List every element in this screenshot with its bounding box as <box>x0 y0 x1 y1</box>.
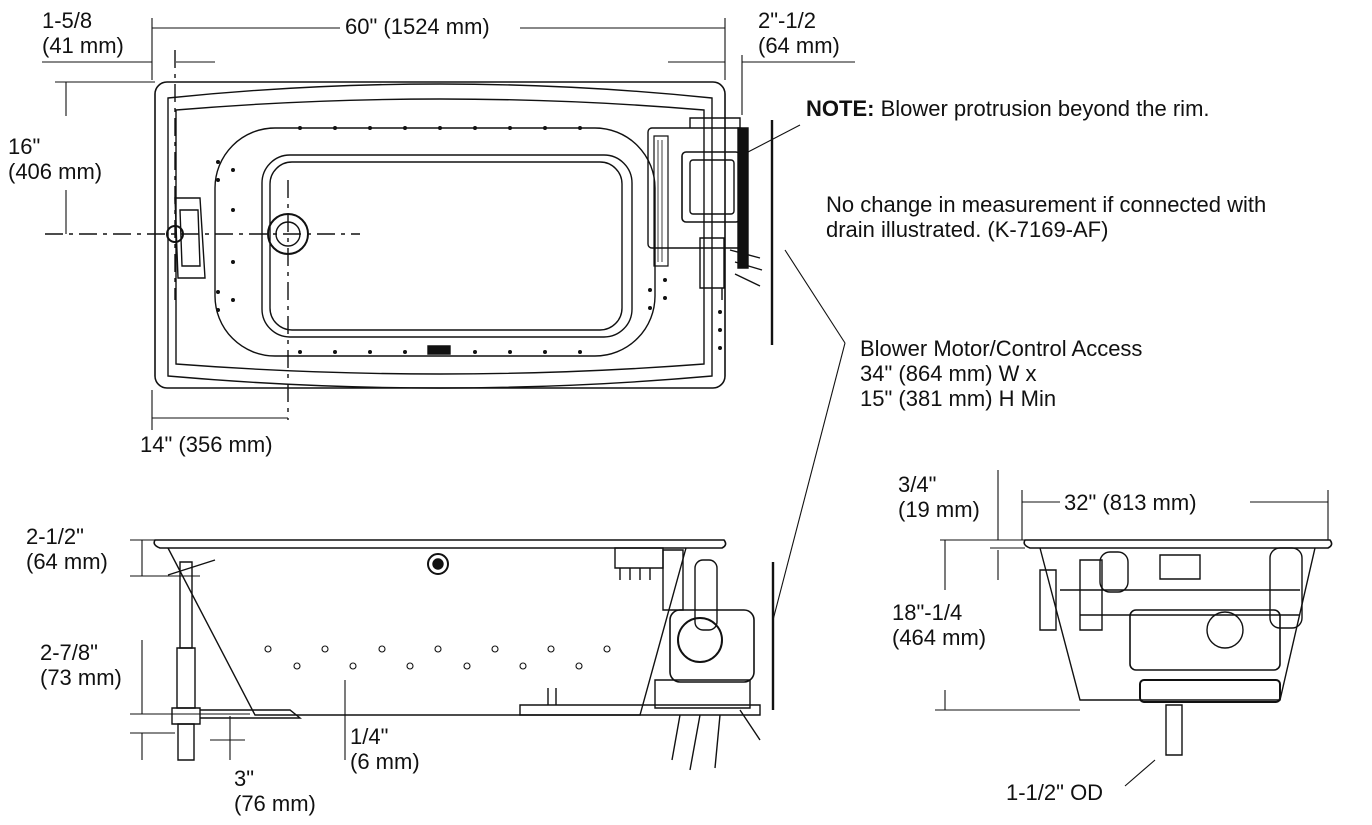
end-view <box>1024 540 1331 755</box>
drain-from-end-label: 14" (356 mm) <box>140 432 273 457</box>
plan-view <box>45 50 762 420</box>
access-note: Blower Motor/Control Access 34" (864 mm)… <box>860 336 1143 411</box>
rim-height-label: 2-1/2" (64 mm) <box>26 524 108 574</box>
plan-dimensions <box>42 18 855 430</box>
drain-od-label: 1-1/2" OD <box>1006 780 1104 805</box>
measurement-note: No change in measurement if connected wi… <box>826 192 1267 242</box>
side-dimensions <box>130 540 345 760</box>
drain-from-side-label: 16" (406 mm) <box>8 134 103 184</box>
drain-offset-label: 1/4" (6 mm) <box>350 724 420 774</box>
end-rim-label: 3/4" (19 mm) <box>898 472 980 522</box>
drain-below-label: 3" (76 mm) <box>234 766 316 816</box>
side-view <box>154 540 773 770</box>
drain-height-label: 2-7/8" (73 mm) <box>40 640 122 690</box>
end-dimensions <box>935 470 1328 786</box>
blower-note: NOTE: Blower protrusion beyond the rim. <box>806 96 1210 121</box>
end-width-label: 32" (813 mm) <box>1064 490 1197 515</box>
top-left-inset-label: 1-5/8 (41 mm) <box>42 8 124 58</box>
end-height-label: 18"-1/4 (464 mm) <box>892 600 987 650</box>
overall-length-label: 60" (1524 mm) <box>345 14 490 39</box>
top-right-overhang-label: 2"-1/2 (64 mm) <box>758 8 840 58</box>
